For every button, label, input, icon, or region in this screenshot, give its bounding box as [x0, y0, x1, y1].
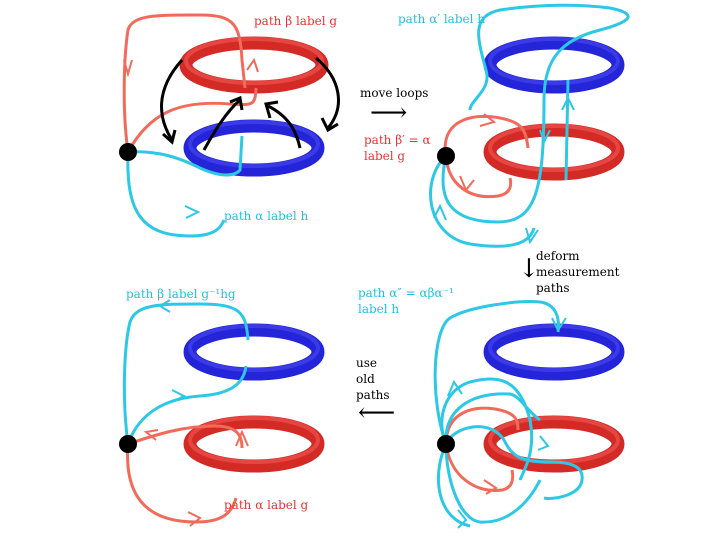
transition-deform-text-3: paths — [536, 281, 570, 295]
panel-bottom-left — [119, 299, 325, 527]
label-bottom-right-alpha-2: label h — [358, 302, 400, 316]
transition-use-old-text-3: paths — [356, 388, 390, 402]
path-beta-prime — [443, 113, 530, 199]
panel-bottom-right — [433, 300, 625, 529]
transition-use-old-arrow: ⟵ — [358, 398, 396, 428]
red-torus — [183, 415, 325, 473]
blue-torus — [183, 323, 325, 381]
transition-deform-arrow: ↓ — [518, 254, 540, 284]
base-point — [437, 147, 455, 165]
move-loop-arrows — [160, 56, 340, 151]
label-bottom-left-beta: path β label g⁻¹hg — [126, 287, 236, 301]
label-bottom-left-alpha: path α label g — [224, 498, 309, 512]
blue-torus — [183, 119, 325, 177]
label-top-right-beta-1: path β′ = α — [364, 133, 431, 147]
path-alpha — [126, 424, 249, 527]
transition-use-old-text-1: use — [356, 356, 377, 370]
label-top-left-alpha: path α label h — [224, 209, 309, 223]
red-torus — [483, 415, 625, 473]
path-beta — [122, 13, 259, 153]
transition-deform-text-1: deform — [536, 249, 580, 263]
base-point — [119, 435, 137, 453]
transition-move-arrow: ⟶ — [370, 98, 408, 128]
transition-move-text: move loops — [360, 86, 429, 100]
transition-deform-text-2: measurement — [536, 265, 620, 279]
blue-torus — [483, 323, 625, 381]
blue-torus — [483, 36, 625, 94]
path-beta-segment — [444, 406, 520, 495]
label-top-right-alpha: path α′ label h — [398, 12, 485, 26]
label-top-right-beta-2: label g — [364, 149, 406, 163]
panel-top-left — [119, 13, 340, 238]
path-alpha-prime — [429, 3, 630, 248]
path-beta — [122, 299, 250, 445]
base-point — [119, 143, 137, 161]
base-point — [437, 435, 455, 453]
label-bottom-right-alpha-1: path α″ = αβα⁻¹ — [358, 286, 454, 300]
panel-top-right — [429, 3, 630, 248]
path-alpha-double-prime — [433, 300, 584, 529]
label-top-left-beta: path β label g — [254, 14, 338, 28]
path-alpha — [126, 135, 244, 238]
red-torus — [483, 123, 625, 181]
transition-use-old-text-2: old — [356, 372, 375, 386]
